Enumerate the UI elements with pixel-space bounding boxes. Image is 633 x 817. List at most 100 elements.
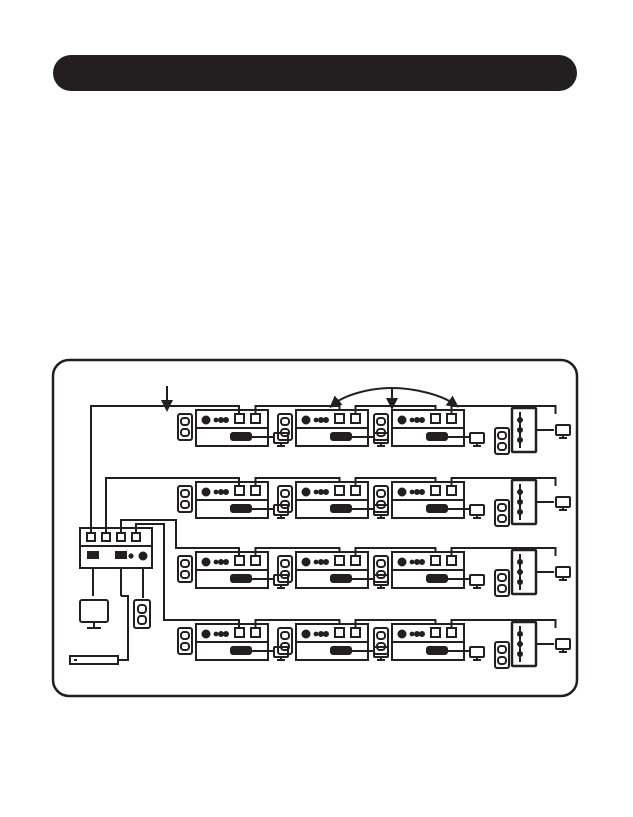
receiver-unit (392, 410, 470, 446)
wall-outlet (278, 628, 292, 654)
display-screen (556, 567, 570, 580)
wall-outlet (374, 486, 388, 512)
receiver-unit (196, 410, 274, 446)
status-led (319, 632, 323, 636)
power-jack (303, 631, 310, 638)
status-led (224, 490, 228, 494)
receiver-row-2 (178, 478, 570, 526)
wall-outlet (178, 556, 192, 582)
receiver-row-3 (178, 548, 570, 596)
status-led (420, 418, 424, 422)
wall-outlet (495, 428, 509, 454)
status-led (411, 419, 414, 422)
status-led (319, 418, 323, 422)
wall-outlet (178, 628, 192, 654)
status-led (215, 633, 218, 636)
power-jack (203, 417, 210, 424)
hdmi-cable (331, 647, 351, 654)
power-jack (303, 559, 310, 566)
wall-outlet (178, 414, 192, 440)
status-led (415, 490, 419, 494)
status-led (324, 632, 328, 636)
status-led (411, 491, 414, 494)
hdmi-cable (331, 433, 351, 440)
power-jack (399, 631, 406, 638)
hub-unit (80, 528, 152, 568)
status-led (315, 561, 318, 564)
status-led (415, 632, 419, 636)
status-led (415, 418, 419, 422)
daisychain-arc-right (392, 388, 454, 404)
status-led (319, 490, 323, 494)
status-led (324, 560, 328, 564)
power-jack (303, 417, 310, 424)
status-led (420, 632, 424, 636)
wall-outlet (178, 486, 192, 512)
wall-outlet (374, 556, 388, 582)
power-jack (303, 489, 310, 496)
wall-outlet (495, 642, 509, 668)
hdmi-cable (427, 433, 447, 440)
hdmi-cable (231, 433, 251, 440)
hub-outlet (134, 568, 150, 628)
receiver-unit (392, 624, 470, 660)
local-monitor (80, 568, 108, 628)
end-extender (495, 480, 570, 526)
display-screen (556, 639, 570, 652)
hub-hdmi-in (88, 552, 98, 558)
status-led (319, 560, 323, 564)
hub-power-jack (140, 553, 147, 560)
cat-cable (452, 478, 556, 486)
power-jack (399, 559, 406, 566)
receiver-row-4 (178, 620, 570, 668)
status-led (411, 561, 414, 564)
receiver-unit (296, 552, 374, 588)
hdmi-cable (331, 505, 351, 512)
status-led (219, 632, 223, 636)
receiver-unit (296, 410, 374, 446)
status-led (420, 490, 424, 494)
status-led (215, 561, 218, 564)
cat-cable (452, 620, 556, 628)
power-jack (399, 417, 406, 424)
status-led (420, 560, 424, 564)
hub-led (129, 554, 132, 557)
hdmi-cable (331, 575, 351, 582)
hdmi-cable (231, 505, 251, 512)
status-led (219, 560, 223, 564)
cat-cable (452, 548, 556, 556)
status-led (224, 632, 228, 636)
receiver-unit (392, 552, 470, 588)
status-led (215, 419, 218, 422)
display-screen (556, 425, 570, 438)
end-extender (495, 622, 570, 668)
status-led (219, 490, 223, 494)
receiver-row-1 (178, 406, 570, 454)
wall-outlet (278, 486, 292, 512)
wall-outlet (278, 556, 292, 582)
hdmi-cable (427, 575, 447, 582)
power-jack (203, 631, 210, 638)
status-led (324, 490, 328, 494)
status-led (415, 560, 419, 564)
end-extender (495, 550, 570, 596)
status-led (315, 419, 318, 422)
display-screen (470, 505, 484, 518)
power-jack (203, 489, 210, 496)
status-led (324, 418, 328, 422)
receiver-unit (196, 624, 274, 660)
hdmi-cable (427, 647, 447, 654)
wall-outlet (374, 414, 388, 440)
wall-outlet (278, 414, 292, 440)
status-led (315, 491, 318, 494)
hdmi-cable (427, 505, 447, 512)
receiver-unit (296, 482, 374, 518)
receiver-unit (196, 482, 274, 518)
hdmi-cable (231, 647, 251, 654)
display-screen (556, 497, 570, 510)
hdmi-cable (231, 575, 251, 582)
receiver-unit (296, 624, 374, 660)
status-led (224, 560, 228, 564)
